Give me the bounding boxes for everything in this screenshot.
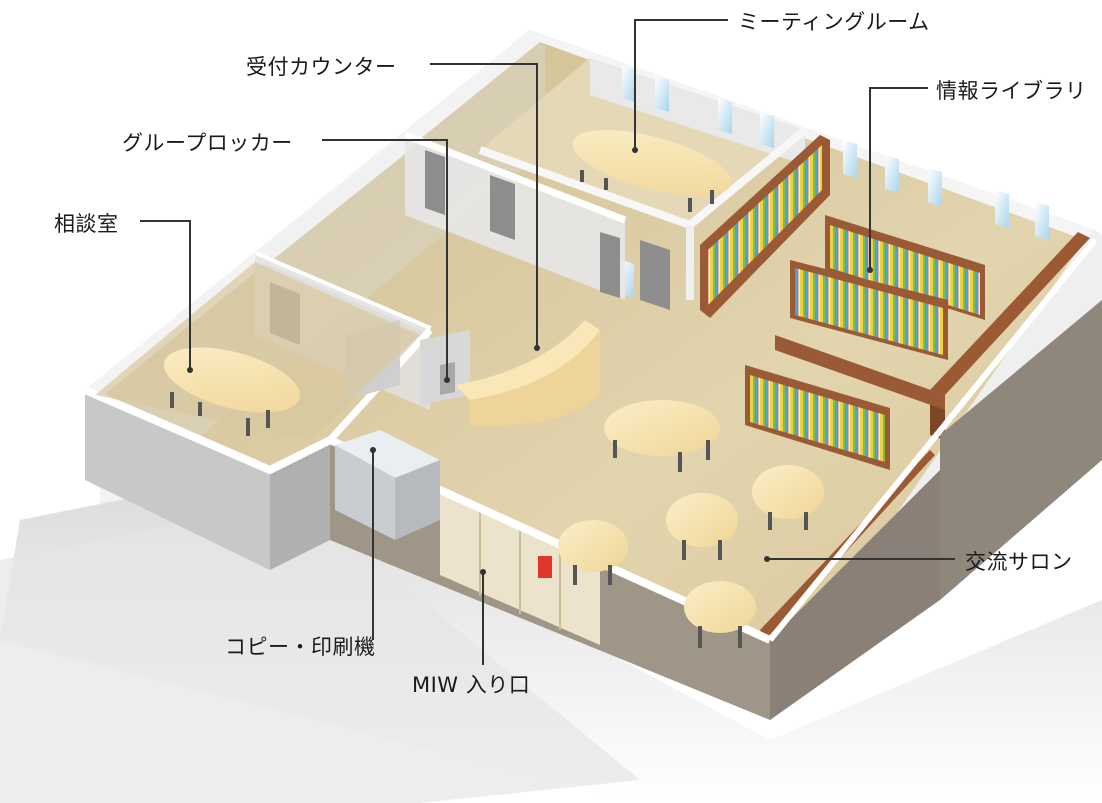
library-shelves <box>700 135 1049 470</box>
inner-partitions <box>253 131 670 443</box>
label-reception-counter: 受付カウンター <box>246 55 397 79</box>
label-info-library: 情報ライブラリ <box>936 79 1087 103</box>
meeting-room <box>478 58 808 300</box>
label-group-locker: グループロッカー <box>122 131 293 155</box>
consultation-room <box>95 262 420 440</box>
leader-dots <box>187 147 873 575</box>
copy-machines <box>335 430 440 540</box>
leader-consultation-room <box>140 220 191 370</box>
leader-meeting-room <box>634 19 728 150</box>
leader-group-locker <box>322 139 448 380</box>
leader-info-library <box>869 87 928 270</box>
salon-tables <box>558 400 824 648</box>
label-copy-print: コピー・印刷機 <box>225 635 376 659</box>
reception-counter <box>455 320 600 426</box>
leader-lines <box>140 19 955 665</box>
label-meeting-room: ミーティングルーム <box>738 10 930 34</box>
label-exchange-salon: 交流サロン <box>965 550 1073 574</box>
miw-sign <box>538 556 552 578</box>
label-consultation-room: 相談室 <box>54 212 119 236</box>
label-miw-entrance: MIW 入り口 <box>412 673 531 697</box>
leader-reception-counter <box>430 63 538 348</box>
